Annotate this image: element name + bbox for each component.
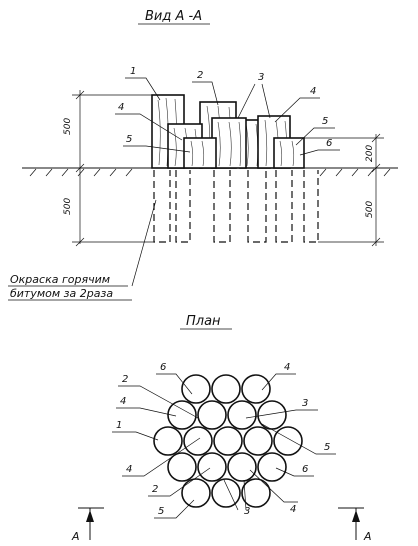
plan-circles xyxy=(153,374,303,508)
callout-label: 4 xyxy=(126,464,132,475)
dimension-right: 200 500 xyxy=(300,133,384,247)
callout-label: 3 xyxy=(258,72,264,83)
callout-label: 2 xyxy=(122,374,128,385)
log-post-6 xyxy=(273,137,305,169)
plan-log xyxy=(197,400,227,430)
plan-log xyxy=(227,400,257,430)
section-marker-label: А xyxy=(71,530,80,543)
callout-label: 3 xyxy=(302,398,308,409)
plan-log xyxy=(273,426,303,456)
callout-label: 4 xyxy=(284,362,290,373)
callout-label: 4 xyxy=(290,504,296,515)
section-marker-left: А xyxy=(71,507,104,543)
plan-callouts: 6 4 2 3 4 1 5 4 6 2 5 3 4 xyxy=(112,362,336,519)
plan-view-title: План xyxy=(186,314,221,329)
plan-log xyxy=(183,426,213,456)
section-marker-label: А xyxy=(363,530,372,543)
plan-log xyxy=(211,374,241,404)
note-line-2: битумом за 2раза xyxy=(10,287,113,300)
plan-log xyxy=(257,452,287,482)
callout-label: 4 xyxy=(120,396,126,407)
plan-log xyxy=(211,478,241,508)
log-posts xyxy=(151,94,305,169)
plan-log xyxy=(197,452,227,482)
dim-below-right: 500 xyxy=(365,201,375,218)
dim-above-left: 500 xyxy=(63,118,73,135)
plan-log xyxy=(243,426,273,456)
callout-label: 5 xyxy=(322,116,328,127)
callout-label: 2 xyxy=(152,484,158,495)
callout-label: 3 xyxy=(244,506,250,517)
bitumen-note: Окраска горячим битумом за 2раза xyxy=(8,199,157,301)
plan-log xyxy=(227,452,257,482)
callout-label: 5 xyxy=(324,442,330,453)
section-marker-right: А xyxy=(338,507,372,543)
callout-label: 6 xyxy=(326,138,332,149)
plan-log xyxy=(257,400,287,430)
callout-label: 1 xyxy=(130,66,136,77)
plan-log xyxy=(241,374,271,404)
section-view-title: Вид А -А xyxy=(145,9,202,24)
dimension-left: 500 500 xyxy=(63,90,154,247)
plan-log xyxy=(167,452,197,482)
dim-below-left: 500 xyxy=(63,198,73,215)
callout-label: 4 xyxy=(118,102,124,113)
callout-label: 6 xyxy=(160,362,166,373)
log-post-5 xyxy=(183,137,217,169)
ground-hatching xyxy=(29,168,391,177)
plan-log xyxy=(181,374,211,404)
plan-log xyxy=(153,426,183,456)
callout-label: 2 xyxy=(197,70,203,81)
plan-log xyxy=(213,426,243,456)
callout-label: 4 xyxy=(310,86,316,97)
dim-above-right: 200 xyxy=(365,145,375,162)
plan-log xyxy=(181,478,211,508)
plan-log xyxy=(241,478,271,508)
plan-log xyxy=(167,400,197,430)
elevation-callouts: 1 2 3 4 4 5 5 6 xyxy=(115,66,340,156)
callout-label: 1 xyxy=(116,420,122,431)
underground-posts xyxy=(153,170,319,243)
note-line-1: Окраска горячим xyxy=(10,273,110,286)
callout-label: 5 xyxy=(126,134,132,145)
callout-label: 6 xyxy=(302,464,308,475)
callout-label: 5 xyxy=(158,506,164,517)
